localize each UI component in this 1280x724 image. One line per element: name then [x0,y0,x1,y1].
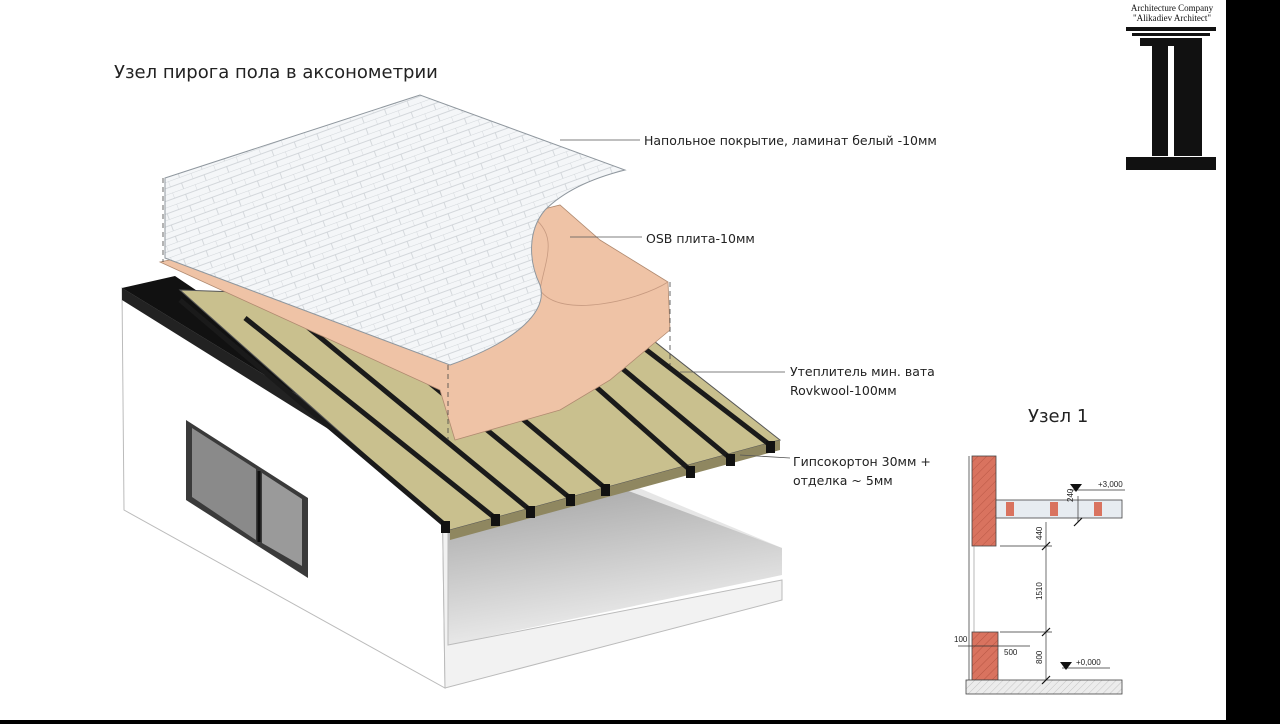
layer-label-osb: OSB плита-10мм [646,229,755,248]
layer-label-line: Утеплитель мин. вата [790,364,935,379]
layer-label-laminate: Напольное покрытие, ламинат белый -10мм [644,131,937,150]
window [186,420,308,578]
layer-label-line: Rovkwool-100мм [790,383,897,398]
dim-800: 800 [1035,650,1044,664]
joist-ends [441,441,775,533]
layer-label-insulation: Утеплитель мин. вата Rovkwool-100мм [790,362,935,400]
company-logo [1126,27,1216,170]
level-top: +3,000 [1098,480,1123,489]
layer-label-gypsum: Гипсокортон 30мм + отделка ~ 5мм [793,452,931,490]
node-dimension-texts: +3,000 +0,000 240 440 1510 800 100 500 [954,480,1123,667]
layer-label-line: отделка ~ 5мм [793,473,893,488]
drawing-title: Узел пирога пола в аксонометрии [114,62,438,83]
layer-label-line: OSB плита-10мм [646,231,755,246]
dim-100: 100 [954,635,968,644]
leader-lines [560,139,791,459]
dim-240: 240 [1066,488,1075,502]
laminate-board [164,94,627,366]
node-title: Узел 1 [1028,406,1089,427]
dim-500: 500 [1004,648,1018,657]
layer-label-line: Напольное покрытие, ламинат белый -10мм [644,133,937,148]
company-name-line1: Architecture Company [1130,3,1214,13]
layer-label-line: Гипсокортон 30мм + [793,454,931,469]
projection-lines [162,178,671,440]
company-name: Architecture Company "Alikadiev Architec… [1122,3,1222,23]
level-bottom: +0,000 [1076,658,1101,667]
dim-1510: 1510 [1035,582,1044,600]
company-name-line2: "Alikadiev Architect" [1132,13,1212,23]
dim-440: 440 [1035,526,1044,540]
node-detail [958,455,1125,695]
